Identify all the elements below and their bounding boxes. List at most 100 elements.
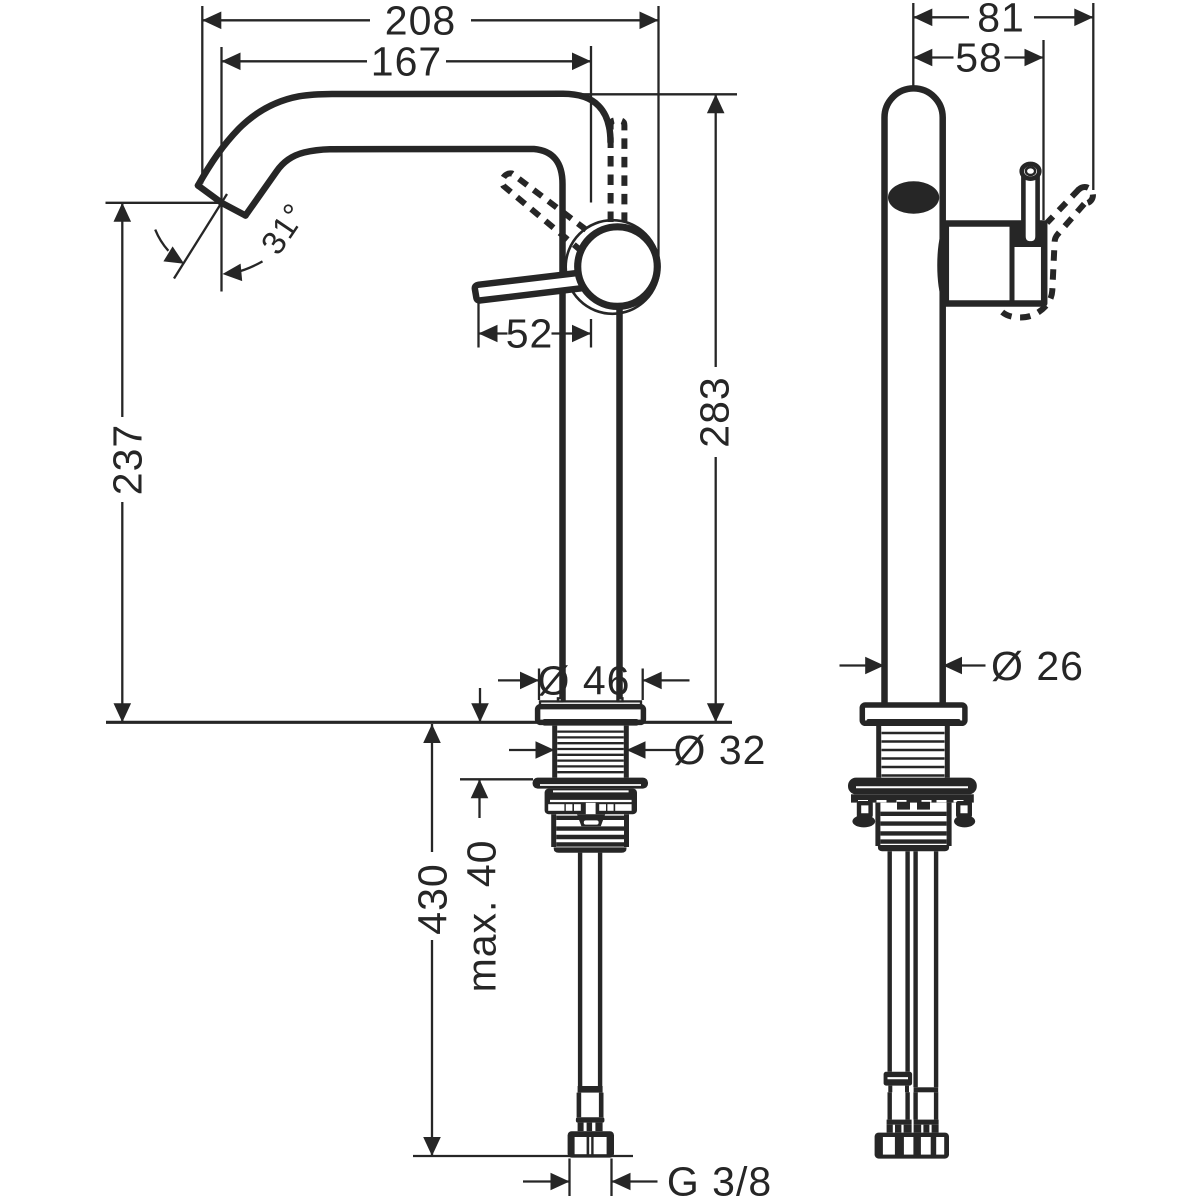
handle-assembly — [471, 117, 661, 316]
dim-283-arrowhead2 — [706, 703, 725, 723]
dim-167-line1 — [220, 46, 593, 292]
dim-81-arrowhead1 — [913, 8, 933, 27]
handle-pin-hidden — [607, 117, 628, 222]
front-hose-nuts — [874, 1132, 949, 1159]
hose1-lines — [887, 851, 910, 1072]
hose-nut-slot1 — [574, 1137, 587, 1155]
front-hoses — [874, 851, 949, 1159]
front-threaded-shank-edge1 — [876, 724, 950, 778]
threaded-shank — [552, 725, 629, 778]
front-lower-shank — [875, 802, 952, 852]
hose-ribs-slot1 — [892, 1124, 895, 1133]
dim-32: Ø 32 — [509, 727, 765, 773]
pin-top-cap — [1019, 161, 1042, 182]
dim-26: Ø 26 — [839, 643, 1083, 689]
front-lever-hidden-path3 — [994, 201, 1087, 321]
dim-32-arrowhead1 — [535, 741, 555, 759]
dim-46-arrowhead2 — [642, 671, 662, 690]
hose-ribs-slot3 — [921, 1124, 924, 1133]
dim-46-arrowhead1 — [520, 671, 539, 690]
hose2-collar — [913, 1087, 939, 1093]
mounting-nut-slot6 — [615, 804, 632, 811]
dim-208-arrowhead1 — [202, 11, 222, 30]
dim-26-arrowhead1 — [865, 656, 885, 675]
hose1-collar2 — [886, 1119, 912, 1125]
hub-fillet — [937, 228, 945, 302]
base-flange-seal — [542, 719, 639, 726]
hose-ribs-slot2 — [901, 1124, 904, 1133]
lower-shank-solid1 — [553, 847, 627, 853]
hose-connector-ribs-slot1 — [583, 1122, 587, 1132]
mounting-nut-slot5 — [607, 804, 614, 811]
hose-connector-ribs-slot2 — [592, 1122, 596, 1132]
dim-g38-label: G 3/8 — [667, 1159, 772, 1200]
threaded-shank-edge1 — [552, 725, 629, 778]
hose1-neck — [888, 1085, 909, 1093]
dim-max40: max. 40 — [459, 688, 533, 993]
dim-81-label: 81 — [977, 0, 1025, 40]
dim-58: 58 — [913, 35, 1045, 220]
hub-pin — [1021, 167, 1040, 246]
dim-430: 430 — [410, 724, 456, 1156]
hose-ribs-slot4 — [929, 1124, 932, 1133]
dim-208-arrowhead2 — [639, 11, 659, 30]
spout-outline — [194, 90, 623, 705]
dim-31deg-arrowhead1 — [222, 263, 243, 282]
dim-430-arrowhead1 — [423, 724, 441, 743]
dim-81-arrowhead2 — [1074, 8, 1094, 27]
clamp-foot-left — [852, 815, 876, 828]
spout-outer-edge — [194, 90, 614, 189]
dim-52-arrowhead1 — [478, 324, 498, 343]
dim-max40-label: max. 40 — [459, 840, 505, 993]
handle-pivot-circle — [574, 223, 661, 311]
base-assembly — [532, 697, 648, 853]
dim-26-arrowhead2 — [943, 656, 962, 675]
hose-nut-slot3 — [589, 1137, 592, 1155]
dim-430-arrowhead2 — [423, 1137, 441, 1156]
clamp-bolt-left — [856, 801, 873, 818]
front-threaded-shank-path2 — [881, 731, 945, 777]
front-handle-hub — [937, 161, 1096, 321]
flange-nub-left — [556, 697, 564, 703]
dim-31-label: 31° — [253, 196, 313, 261]
dim-167: 167 — [220, 38, 593, 292]
washer — [532, 777, 648, 789]
dim-167-arrowhead2 — [572, 52, 591, 71]
hose-lines — [577, 852, 603, 1086]
hose2-collar2 — [913, 1119, 939, 1125]
mounting-nut — [544, 788, 637, 816]
dim-g38: G 3/8 — [413, 1154, 772, 1200]
drain-rod-cup-slot — [583, 820, 599, 825]
hose-connector-ribs-solid1 — [577, 1122, 603, 1132]
dim-g38-arrowhead1 — [550, 1172, 570, 1191]
flange-nub-right — [617, 697, 624, 703]
front-hose-nuts-slot3 — [920, 1137, 931, 1155]
lower-shank-edge1 — [551, 814, 629, 847]
dim-208-line1 — [201, 6, 660, 260]
mounting-nut-slot1 — [548, 804, 565, 811]
dim-31deg-arrowhead2 — [163, 246, 185, 264]
dim-283-arrowhead1 — [706, 94, 725, 114]
dim-52-label: 52 — [506, 311, 554, 357]
spout-inner-edge-and-column-left — [242, 145, 566, 705]
clamp-foot-right — [954, 815, 976, 828]
side-view — [106, 90, 732, 1158]
dim-52: 52 — [477, 282, 593, 357]
dim-283: 283 — [556, 93, 738, 723]
dim-46-line1 — [537, 668, 644, 700]
clamp-bolt-right — [956, 801, 973, 818]
center-tab-right — [917, 801, 930, 810]
lever-raised-hidden — [499, 170, 589, 252]
dim-81: 81 — [912, 0, 1095, 190]
front-hose-nuts-slot2 — [903, 1137, 914, 1155]
dimensions: 208 167 31° 52 — [105, 0, 1095, 1200]
lower-shank — [551, 814, 629, 853]
hose-connector-ribs — [577, 1122, 603, 1132]
hose-connector-body — [576, 1092, 604, 1118]
hose-connector-collar — [575, 1117, 605, 1123]
front-threaded-shank — [876, 724, 950, 778]
pin-top-cap-inner — [1024, 166, 1037, 177]
hose-nut-slot2 — [593, 1137, 607, 1155]
dim-208: 208 — [201, 0, 660, 260]
